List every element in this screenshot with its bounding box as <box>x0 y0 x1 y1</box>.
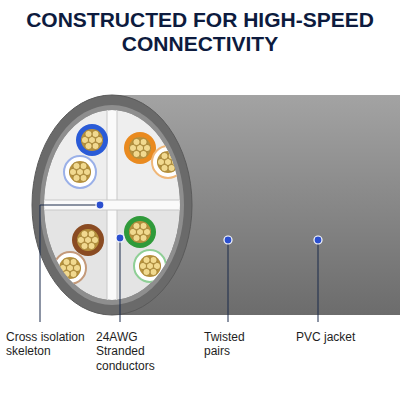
insulation <box>134 250 166 282</box>
insulation <box>124 216 156 248</box>
title: CONSTRUCTED FOR HIGH-SPEED CONNECTIVITY <box>15 8 385 56</box>
leader-line <box>120 238 121 322</box>
leader-line <box>318 240 319 322</box>
leader-line <box>228 240 229 322</box>
insulation <box>152 146 184 178</box>
insulation <box>72 224 104 256</box>
leader-lines <box>40 205 318 322</box>
insulation <box>64 156 96 188</box>
part-label: Twisted pairs <box>204 330 264 359</box>
leader-dot <box>116 234 124 242</box>
part-label: PVC jacket <box>296 330 386 344</box>
leader-line <box>40 205 100 322</box>
quadrant <box>40 105 108 201</box>
leader-dot <box>224 236 232 244</box>
quadrant <box>116 105 186 201</box>
insulation <box>54 252 86 284</box>
leader-dot <box>96 201 104 209</box>
leader-dot <box>314 236 322 244</box>
leader-dots <box>96 201 322 244</box>
quadrant <box>116 209 186 309</box>
part-label: 24AWG Stranded conductors <box>96 330 186 373</box>
insulation <box>76 124 108 156</box>
quadrant <box>40 209 108 309</box>
part-label: Cross isolation skeleton <box>6 330 86 359</box>
insulation <box>124 132 156 164</box>
